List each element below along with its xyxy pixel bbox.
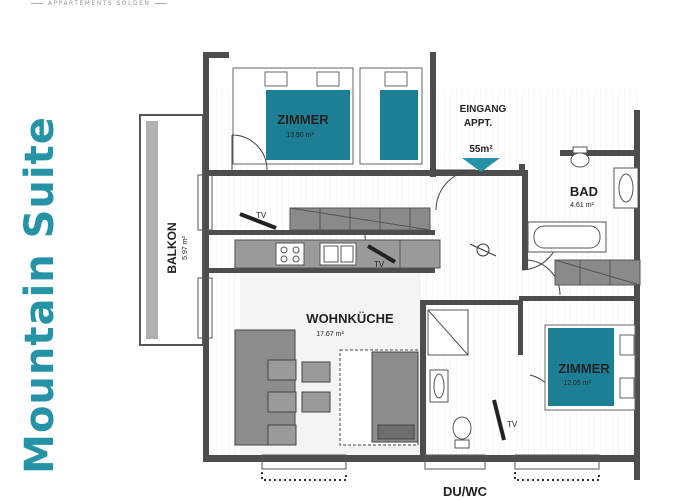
tv-label-1: TV [256, 211, 267, 220]
living-kitchen-area: 17.67 m² [316, 331, 344, 338]
bedroom1-name: ZIMMER [277, 112, 329, 127]
bed-double-2 [544, 324, 636, 411]
wc-label: DU/WC [443, 484, 488, 499]
balcony [139, 114, 204, 346]
balcony-rail-dotted [261, 472, 600, 481]
windows-bottom [261, 454, 600, 470]
entrance-label-line2: APPT. [464, 118, 493, 129]
balcony-name: BALKON [165, 222, 179, 273]
tv-label-3: TV [507, 420, 518, 429]
brand-header: APPARTEMENTS SÖLDEN [0, 0, 168, 12]
tv-label-2: TV [374, 260, 385, 269]
kitchen-counter [234, 239, 441, 269]
balcony-area: 5.97 m² [182, 235, 189, 259]
bed-double [232, 67, 354, 165]
person-icon [469, 243, 497, 257]
bedroom1-area: 13.90 m² [286, 132, 314, 139]
bathroom-name: BAD [570, 184, 598, 199]
sofa [339, 349, 419, 446]
wardrobe-1 [289, 207, 431, 231]
living-kitchen-name: WOHNKÜCHE [306, 311, 394, 326]
entrance-label-line1: EINGANG [460, 104, 507, 115]
bed-single [359, 67, 423, 165]
windows-left [197, 174, 213, 339]
entrance-arrow [462, 158, 500, 172]
tv-2 [366, 244, 397, 264]
bathroom-fixtures [527, 146, 639, 253]
brand-name: APPARTEMENTS SÖLDEN [48, 0, 151, 7]
balcony-label: BALKON 5.97 m² [165, 222, 189, 273]
shower-wc [427, 309, 472, 449]
bathroom-area: 4.61 m² [570, 202, 594, 209]
bedroom2-area: 12.05 m² [563, 380, 591, 387]
dining-set [234, 329, 331, 446]
entrance-size: 55m² [469, 144, 493, 155]
wardrobe-2 [554, 259, 641, 286]
bedroom2-name: ZIMMER [558, 361, 610, 376]
tv-3 [492, 399, 506, 441]
walls [203, 52, 640, 480]
tv-1 [239, 212, 277, 230]
